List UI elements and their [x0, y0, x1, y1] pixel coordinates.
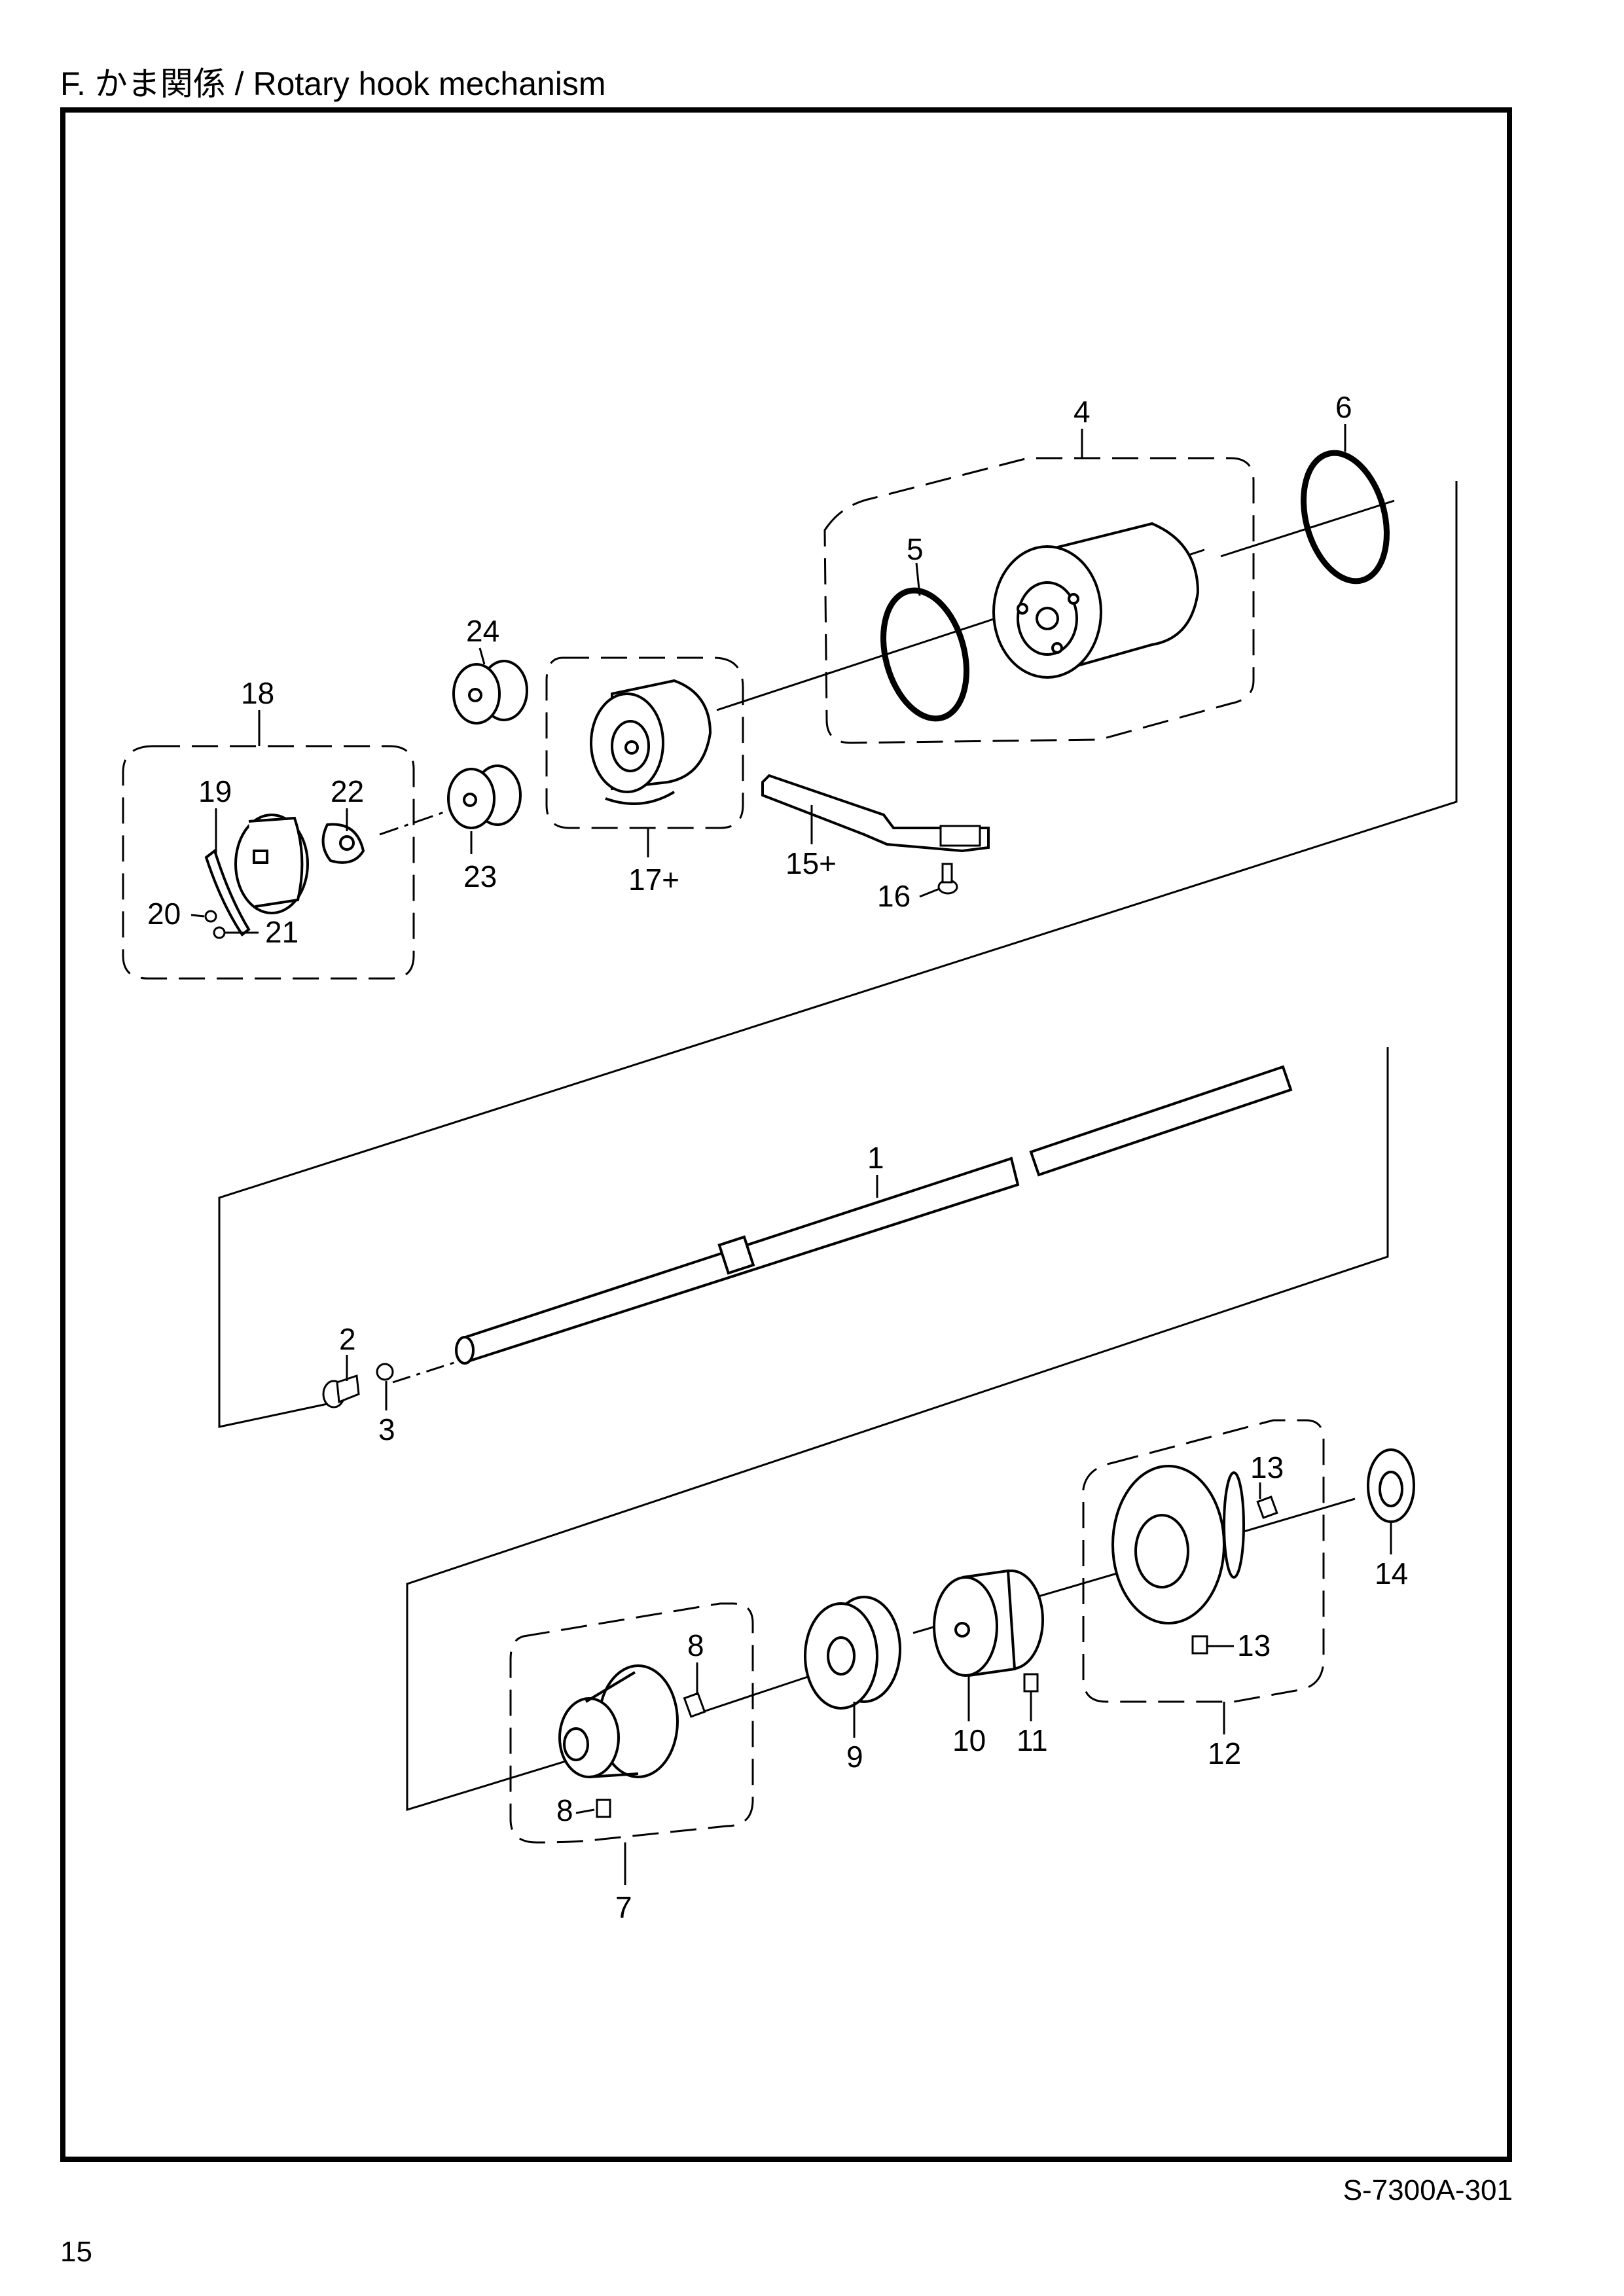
bobbin-part — [447, 764, 522, 829]
callout-13-lower: 13 — [1237, 1628, 1271, 1662]
callout-4: 4 — [1074, 395, 1091, 429]
page-title: F. かま関係 / Rotary hook mechanism — [60, 65, 606, 102]
callout-20: 20 — [147, 897, 181, 931]
washer-3 — [376, 1363, 394, 1381]
set-screw-8b — [596, 1799, 611, 1818]
axis-gear-upper — [1243, 1498, 1356, 1533]
callout-7: 7 — [615, 1890, 632, 1924]
gear-unit-part — [558, 1664, 679, 1778]
callout-12: 12 — [1208, 1736, 1241, 1770]
callout-24: 24 — [466, 614, 499, 648]
hook-shaft-part — [455, 1065, 1293, 1365]
axis-shaft-front — [392, 1360, 459, 1384]
callout-5: 5 — [907, 532, 924, 566]
callout-21: 21 — [265, 915, 298, 949]
callout-10: 10 — [952, 1723, 986, 1757]
screw-16-part — [937, 863, 958, 895]
document-id: S-7300A-301 — [1343, 2174, 1513, 2206]
callout-14: 14 — [1375, 1556, 1408, 1590]
callout-8-upper: 8 — [687, 1628, 704, 1662]
callout-19: 19 — [198, 774, 232, 808]
bobbin-alt-part — [452, 660, 528, 725]
bobbin-case-lever-part — [761, 774, 990, 853]
group-box-18 — [122, 745, 415, 980]
callout-1: 1 — [867, 1141, 884, 1175]
callout-23: 23 — [463, 859, 497, 893]
o-ring-large — [1301, 450, 1390, 584]
bobbin-case-part — [204, 814, 309, 937]
callout-17: 17+ — [628, 863, 679, 897]
callout-22: 22 — [331, 774, 364, 808]
gear-part — [1111, 1465, 1245, 1624]
callout-6: 6 — [1335, 390, 1352, 424]
screw-2-part — [322, 1374, 360, 1408]
callout-9: 9 — [846, 1740, 863, 1774]
set-screw-11 — [1023, 1673, 1039, 1693]
callout-2: 2 — [339, 1322, 356, 1356]
rotary-hook-part — [590, 679, 712, 805]
collar-alt-part — [933, 1569, 1044, 1677]
o-ring-small — [880, 587, 969, 722]
thrust-collar-part — [1367, 1448, 1415, 1523]
guide-line-upper — [218, 481, 1458, 1428]
callout-15: 15+ — [785, 846, 837, 880]
group-box-4 — [823, 457, 1255, 744]
callout-13-upper: 13 — [1250, 1450, 1284, 1484]
callout-18: 18 — [241, 676, 274, 710]
screw-20 — [204, 910, 217, 923]
group-box-7 — [509, 1602, 754, 1844]
screw-21 — [213, 926, 226, 939]
set-screw-8a — [683, 1692, 706, 1718]
bobbin-case-spring — [321, 823, 365, 864]
group-box-12 — [1082, 1419, 1325, 1703]
callout-3: 3 — [378, 1412, 395, 1446]
page-number: 15 — [60, 2236, 92, 2268]
set-screw-13b — [1191, 1635, 1208, 1655]
callout-11: 11 — [1017, 1723, 1048, 1757]
callout-16: 16 — [877, 879, 911, 913]
collar-part — [804, 1596, 901, 1710]
callout-8-lower: 8 — [556, 1793, 573, 1827]
set-screw-13a — [1256, 1496, 1278, 1519]
bushing-part — [992, 522, 1200, 679]
diagram-frame — [60, 107, 1512, 2162]
lever-tab — [939, 825, 981, 847]
guide-line-middle — [406, 1047, 1389, 1812]
group-box-17 — [545, 656, 744, 829]
